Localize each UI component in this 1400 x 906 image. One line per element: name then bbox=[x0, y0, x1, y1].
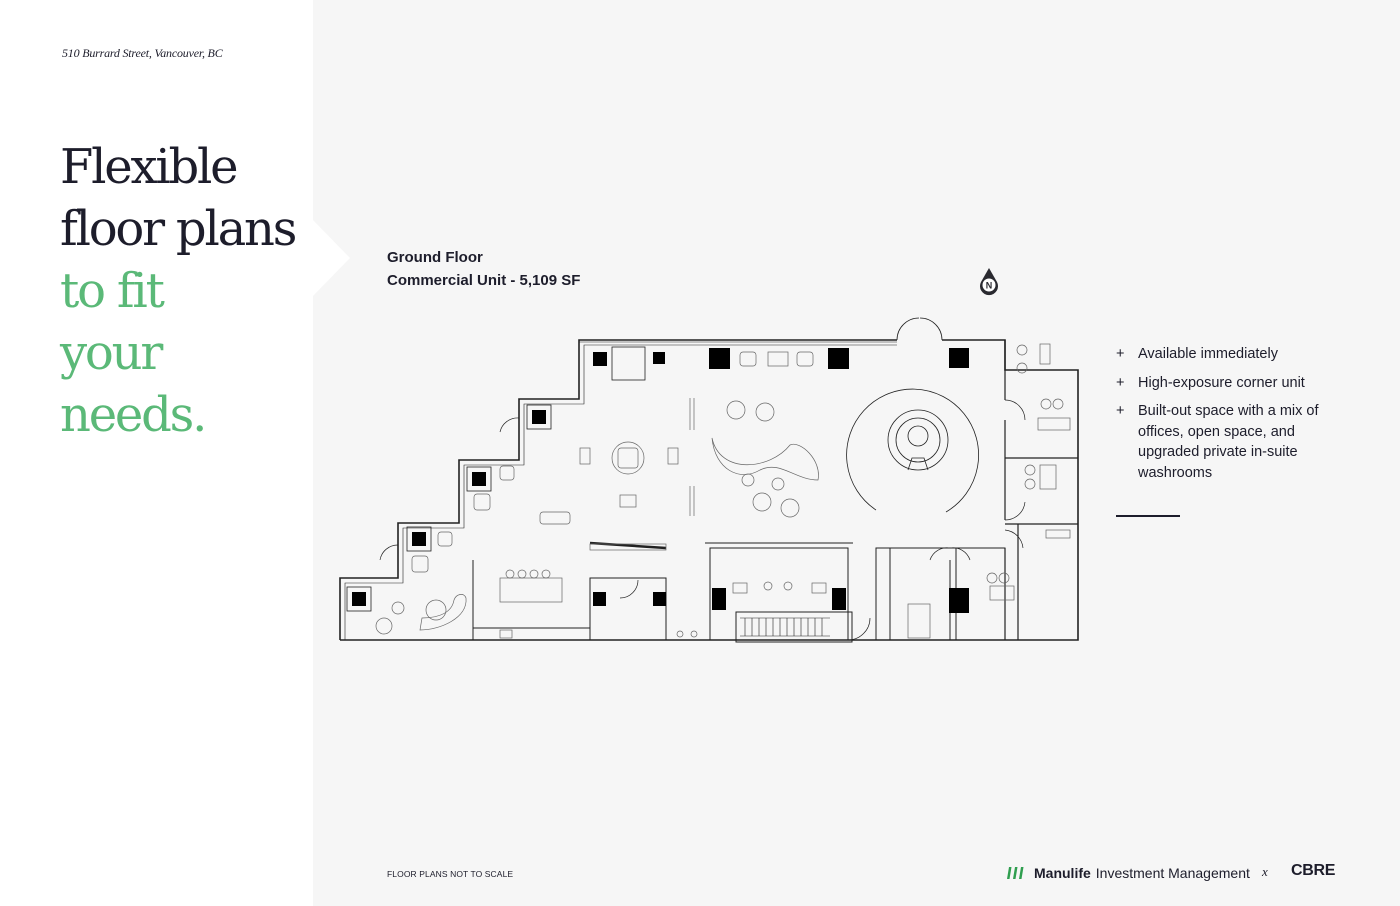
feature-text: Available immediately bbox=[1138, 346, 1278, 362]
plus-icon: + bbox=[1116, 346, 1125, 362]
plus-icon: + bbox=[1116, 374, 1125, 391]
manulife-logo: Manulife Investment Management bbox=[1006, 862, 1250, 884]
north-label: N bbox=[986, 281, 993, 291]
feature-item: + Available immediately bbox=[1116, 344, 1346, 365]
manulife-subtitle: Investment Management bbox=[1095, 865, 1250, 881]
manulife-brand: Manulife bbox=[1034, 865, 1091, 881]
column-outlines bbox=[346, 346, 646, 612]
features-list: + Available immediately + High-exposure co… bbox=[1116, 344, 1346, 491]
scale-note: FLOOR PLANS NOT TO SCALE bbox=[387, 869, 514, 879]
plus-icon: + bbox=[1116, 403, 1125, 419]
manulife-mark-icon bbox=[1007, 867, 1024, 879]
headline-line-1: Flexible bbox=[60, 139, 239, 195]
plan-title: Ground Floor Commercial Unit - 5,109 SF bbox=[387, 246, 580, 292]
address: 510 Burrard Street, Vancouver, BC bbox=[62, 46, 223, 60]
office-partitions bbox=[1004, 340, 1078, 640]
north-arrow-icon: N bbox=[980, 268, 998, 296]
round-feature bbox=[846, 388, 979, 513]
feature-text: Built-out space with a mix of offices, o… bbox=[1138, 403, 1319, 481]
plan-floor: Ground Floor bbox=[387, 249, 483, 266]
left-panel bbox=[0, 0, 313, 906]
stair bbox=[740, 617, 830, 637]
plan-unit: Commercial Unit - 5,109 SF bbox=[387, 272, 581, 289]
lower-rooms bbox=[472, 541, 1006, 643]
brand-separator: x bbox=[1262, 864, 1268, 879]
feature-divider bbox=[1116, 515, 1180, 517]
floor-plan bbox=[339, 317, 1079, 643]
feature-item: + High-exposure corner unit bbox=[1116, 373, 1346, 394]
headline-line-5: needs. bbox=[60, 387, 207, 443]
columns bbox=[352, 348, 969, 613]
panel-pointer bbox=[313, 220, 350, 296]
furniture bbox=[375, 343, 1071, 639]
headline-line-2: floor plans bbox=[60, 201, 297, 257]
feature-item: + Built-out space with a mix of offices, … bbox=[1116, 401, 1346, 483]
feature-text: High-exposure corner unit bbox=[1138, 374, 1305, 391]
door-swings bbox=[379, 399, 1026, 641]
cbre-logo: CBRE bbox=[1291, 862, 1336, 879]
entrance-door bbox=[896, 317, 943, 341]
headline: Flexible floor plans to fit your needs. bbox=[60, 136, 297, 446]
headline-line-4: your bbox=[60, 325, 163, 381]
headline-line-3: to fit bbox=[60, 263, 165, 319]
